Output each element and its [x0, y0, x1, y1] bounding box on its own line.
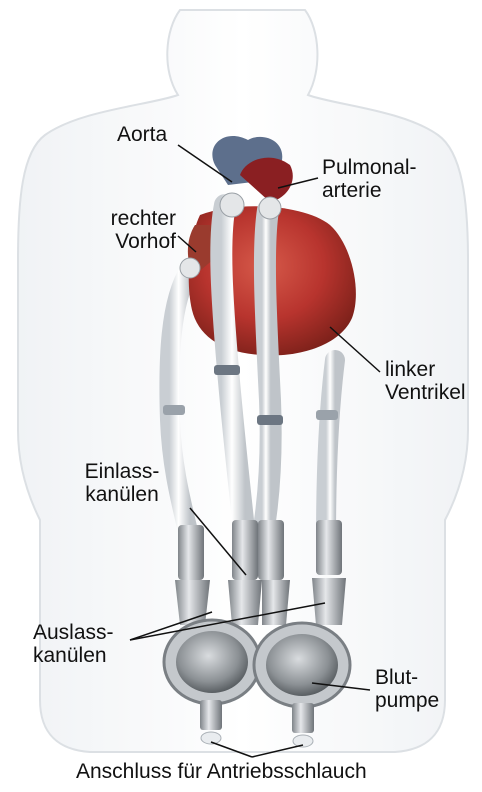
label-aorta-text: Aorta: [117, 123, 167, 146]
inflow-cannula-right: [326, 360, 335, 540]
label-ventrikel-line2: Ventrikel: [385, 381, 466, 404]
label-auslass-line2: kanülen: [33, 644, 114, 667]
label-anschluss: Anschluss für Antriebsschlauch: [76, 760, 367, 783]
label-auslasskanuelen: Auslass- kanülen: [33, 621, 114, 667]
label-blutpumpe-line1: Blut-: [375, 666, 439, 689]
label-einlass-line1: Einlass-: [52, 460, 192, 483]
label-anschluss-text: Anschluss für Antriebsschlauch: [76, 760, 367, 783]
label-pulmonal-line1: Pulmonal-: [322, 156, 417, 179]
label-einlasskanuelen: Einlass- kanülen: [52, 460, 192, 506]
label-blutpumpe: Blut- pumpe: [375, 666, 439, 712]
label-vorhof-line1: rechter: [92, 207, 176, 230]
label-rechter-vorhof: rechter Vorhof: [92, 207, 176, 253]
label-einlass-line2: kanülen: [52, 483, 192, 506]
label-pulmonal-line2: arterie: [322, 179, 417, 202]
label-pulmonalarterie: Pulmonal- arterie: [322, 156, 417, 202]
label-vorhof-line2: Vorhof: [92, 230, 176, 253]
label-aorta: Aorta: [117, 123, 167, 146]
label-auslass-line1: Auslass-: [33, 621, 114, 644]
label-ventrikel-line1: linker: [385, 358, 466, 381]
label-blutpumpe-line2: pumpe: [375, 689, 439, 712]
label-linker-ventrikel: linker Ventrikel: [385, 358, 466, 404]
